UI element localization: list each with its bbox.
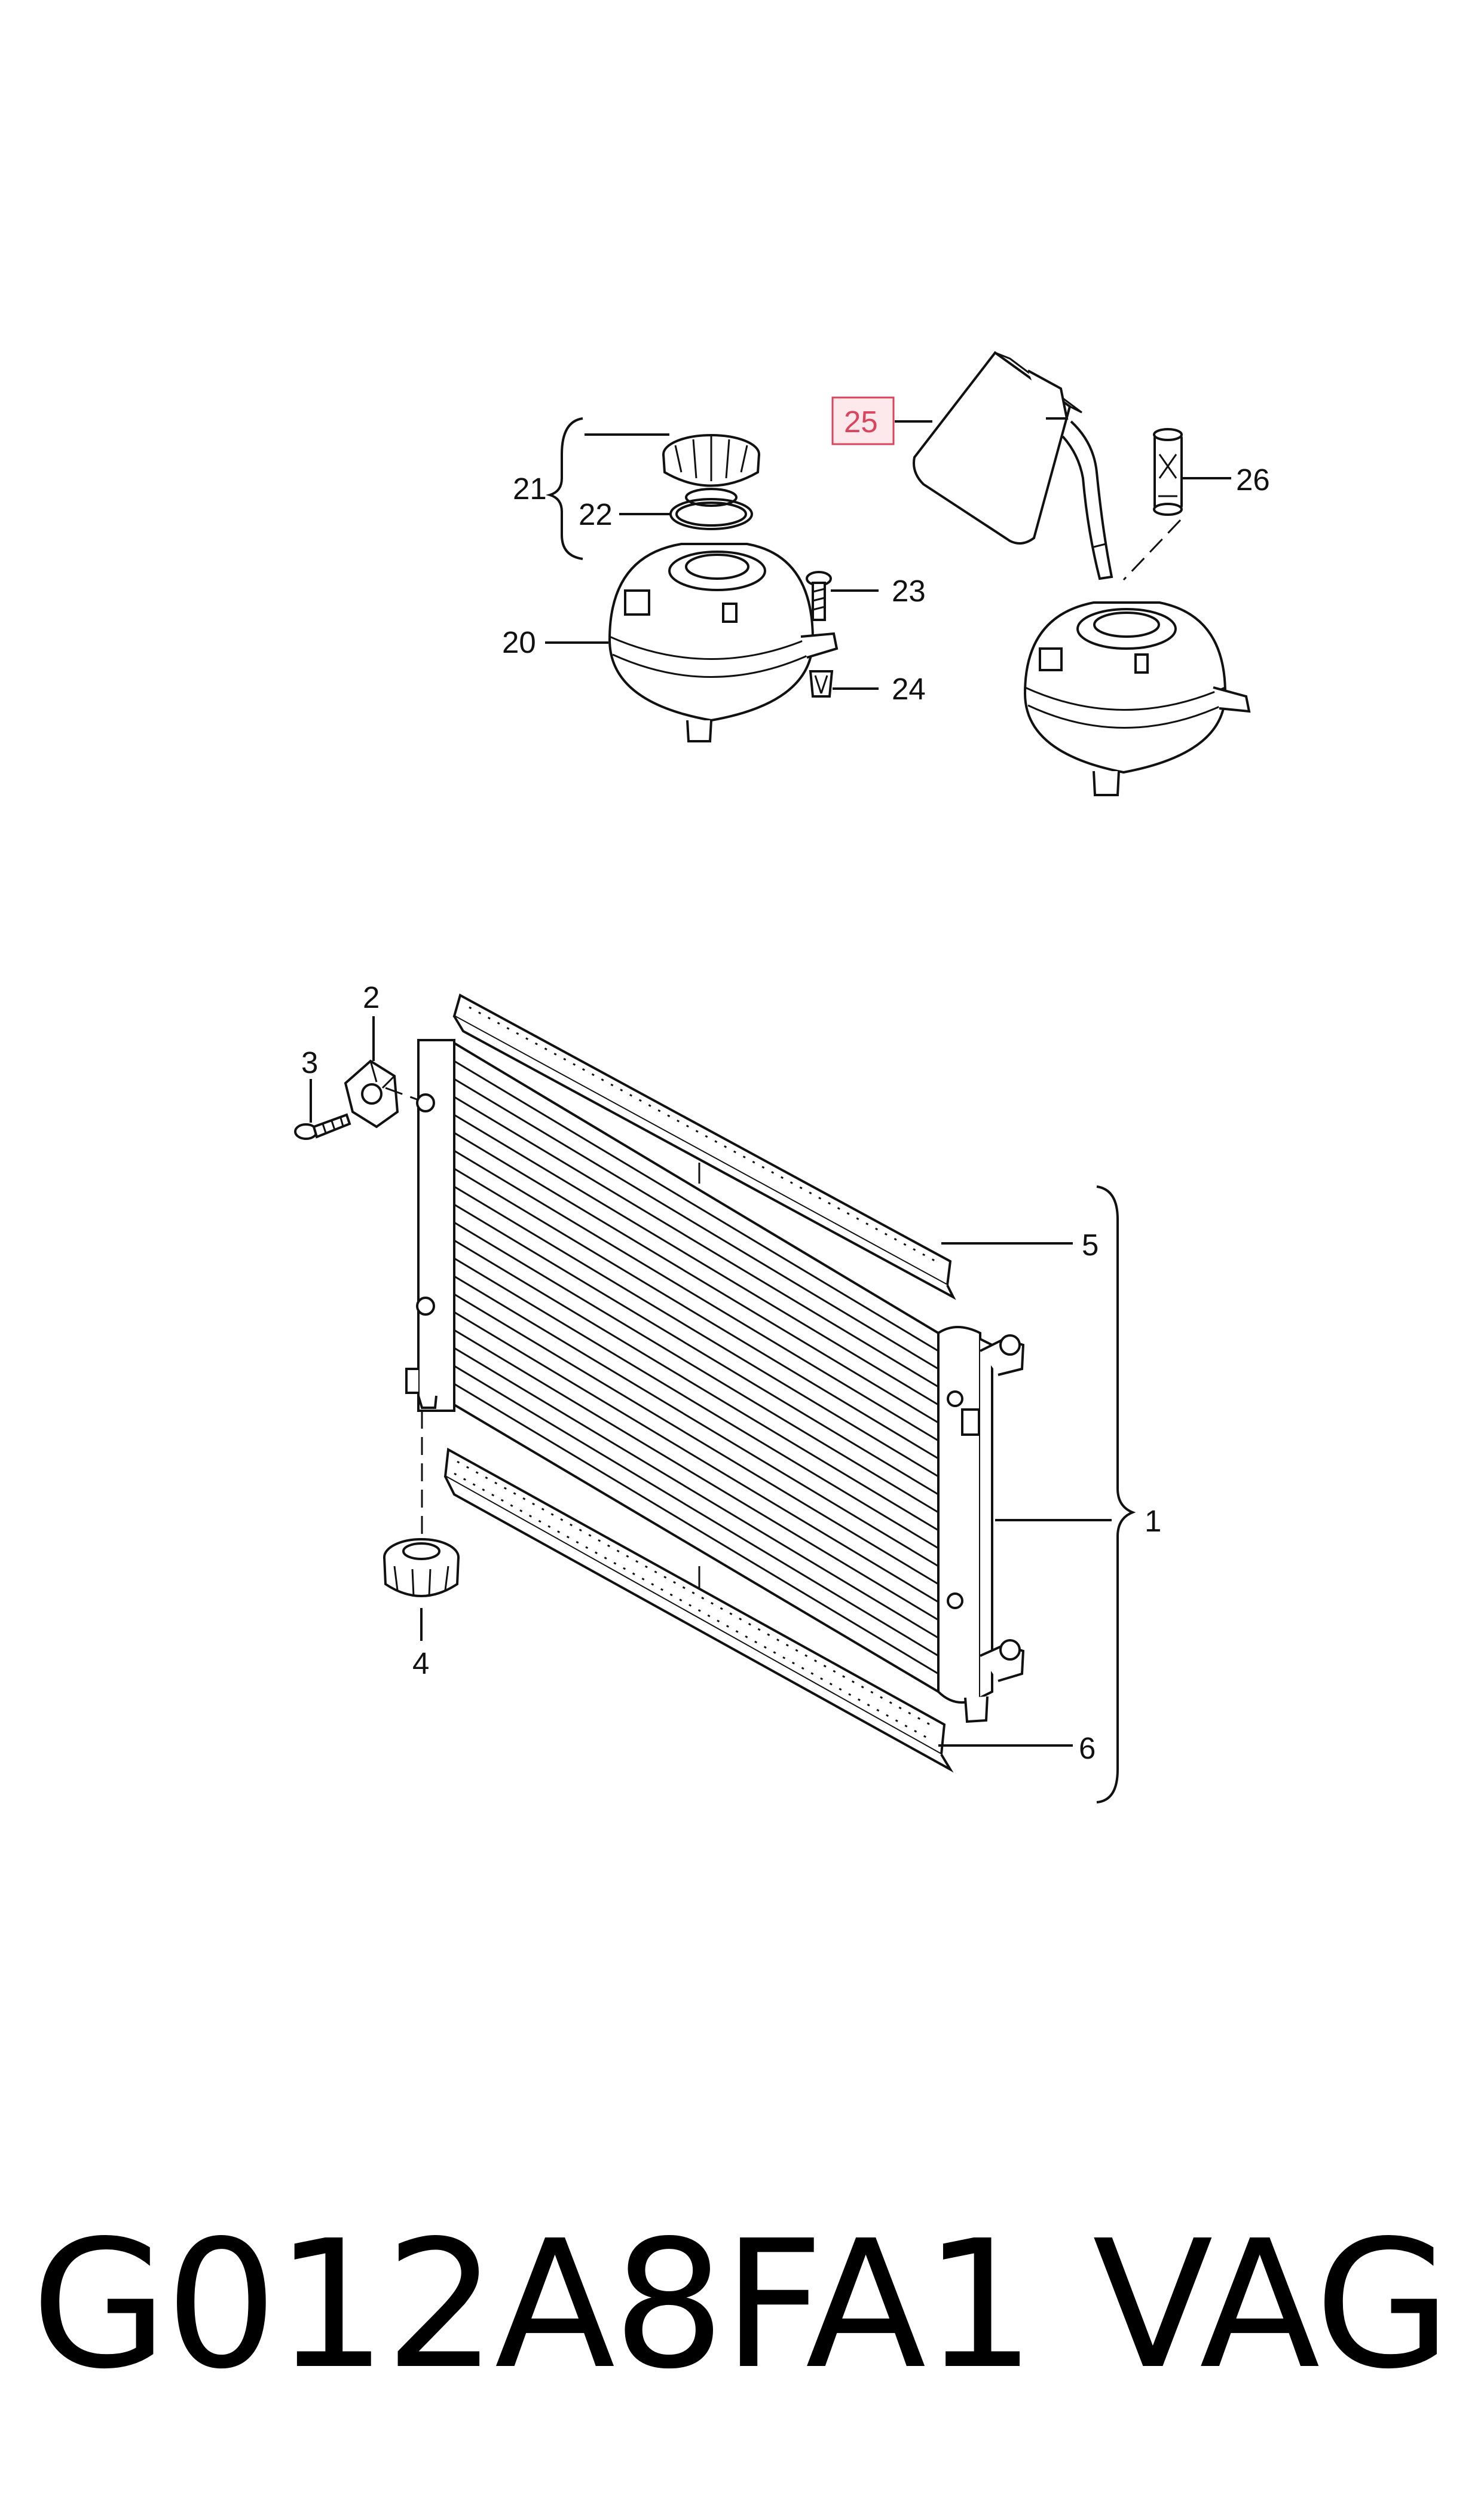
callout-25-highlight[interactable]: 25 [831,396,895,445]
part-3-bolt [294,1113,351,1140]
part-25-coolant-canister [913,351,1113,580]
part-2-mounting-bracket [344,1059,399,1129]
callout-6: 6 [1079,1731,1096,1765]
callout-24: 24 [892,672,926,706]
assembly-dash-26 [1122,519,1182,581]
callout-23: 23 [892,574,926,608]
callout-22: 22 [579,497,613,531]
brace-21 [546,417,583,560]
part-6-lower-seal-strip [443,1447,954,1773]
callout-2: 2 [363,980,380,1014]
callout-1: 1 [1145,1504,1161,1538]
part-21-filler-cap [662,434,760,507]
expansion-tank-fill-view [1023,601,1251,796]
part-22-seal-ring [669,498,753,530]
part-4-rubber-mount [383,1538,460,1597]
radiator-fins [454,1060,939,1675]
callout-20: 20 [502,625,536,659]
callout-25: 25 [844,405,878,439]
assembly-dash-2 [385,1087,419,1101]
callout-4: 4 [412,1646,429,1680]
part-5-upper-seal-strip [452,993,956,1300]
part-20-expansion-tank [608,543,839,742]
callout-5: 5 [1082,1228,1099,1262]
part-1-radiator [405,1039,1025,1723]
callout-3: 3 [301,1045,318,1080]
part-26-test-strip [1153,428,1183,516]
callout-21: 21 [513,472,547,506]
brace-1 [1096,1185,1136,1803]
part-24-clip-nut [809,670,834,698]
callout-26: 26 [1236,463,1270,497]
brand-caption: VAG [1093,2202,1449,2408]
part-23-screw [806,571,832,621]
part-number-caption: G012A8FA1 [31,2202,1033,2408]
